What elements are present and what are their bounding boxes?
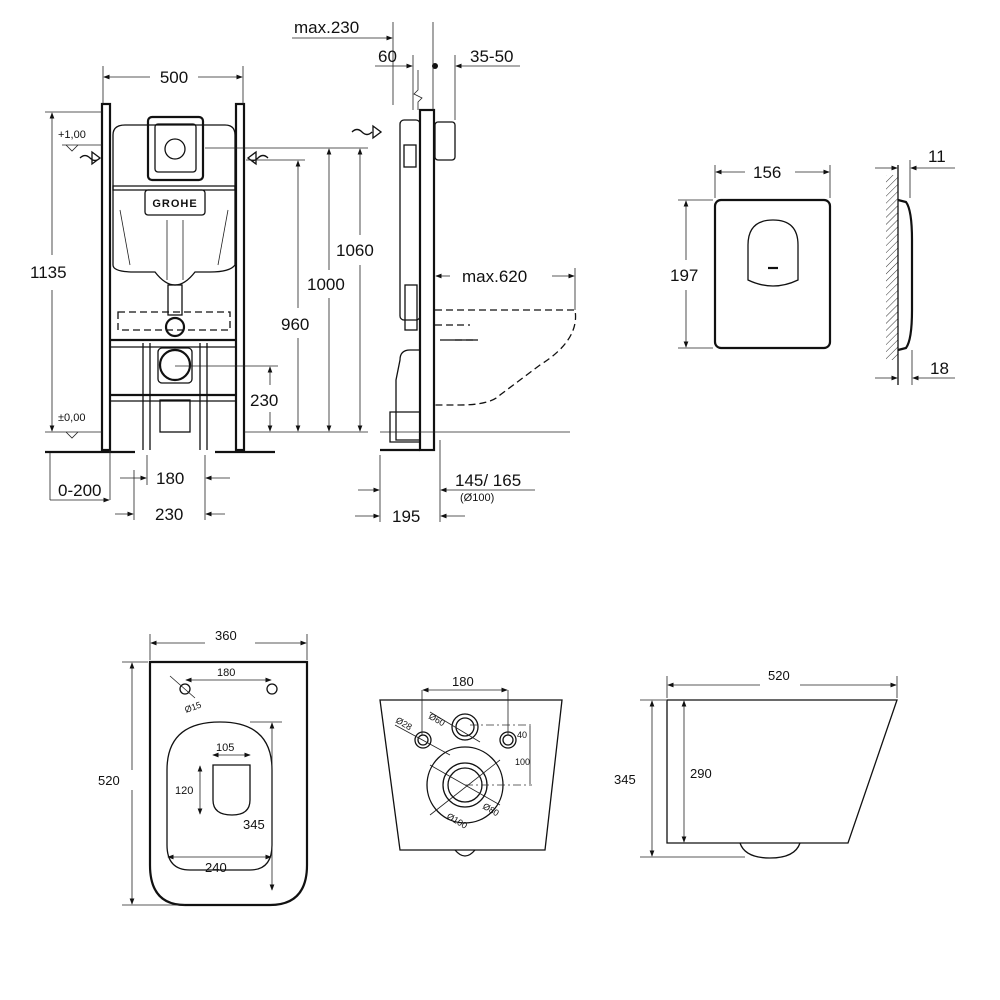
water-inlet-icon xyxy=(351,124,383,140)
svg-text:max.230: max.230 xyxy=(294,18,359,37)
svg-text:180: 180 xyxy=(156,469,184,488)
svg-text:145/ 165: 145/ 165 xyxy=(455,471,521,490)
flush-plate-side: 11 18 xyxy=(875,147,955,385)
flush-button xyxy=(747,219,799,287)
svg-text:(Ø100): (Ø100) xyxy=(460,492,494,504)
flush-plate-front: 156 197 xyxy=(670,163,832,350)
flush-pipe-icon xyxy=(413,70,423,110)
svg-text:40: 40 xyxy=(517,730,527,740)
bowl-back-view: 180 Ø28 Ø60 40 100 Ø80 Ø100 xyxy=(379,674,563,857)
svg-text:230: 230 xyxy=(250,391,278,410)
side-view-dimensions: max.230 60 35-50 max.620 145/ 165 (Ø100)… xyxy=(292,18,576,526)
svg-text:120: 120 xyxy=(175,785,193,797)
svg-text:1135: 1135 xyxy=(30,263,67,282)
svg-text:1060: 1060 xyxy=(336,241,374,260)
bowl-top-view: 360 180 Ø15 520 105 120 345 240 xyxy=(98,628,309,907)
svg-text:Ø100: Ø100 xyxy=(445,811,469,831)
svg-text:520: 520 xyxy=(98,773,120,788)
svg-text:520: 520 xyxy=(768,668,790,683)
svg-text:±0,00: ±0,00 xyxy=(58,412,85,424)
svg-text:345: 345 xyxy=(243,817,265,832)
svg-text:195: 195 xyxy=(392,507,420,526)
bowl-side-view: 520 345 290 xyxy=(614,668,898,859)
side-view-frame xyxy=(351,63,577,452)
svg-text:Ø15: Ø15 xyxy=(183,700,202,715)
svg-text:345: 345 xyxy=(614,772,636,787)
svg-text:230: 230 xyxy=(155,505,183,524)
svg-text:11: 11 xyxy=(928,147,946,166)
svg-text:1000: 1000 xyxy=(307,275,345,294)
grohe-logo xyxy=(144,189,206,216)
svg-text:960: 960 xyxy=(281,315,309,334)
svg-text:18: 18 xyxy=(930,359,949,378)
level-marker-icon xyxy=(65,144,79,152)
svg-text:0-200: 0-200 xyxy=(58,481,101,500)
svg-text:+1,00: +1,00 xyxy=(58,129,86,141)
svg-text:105: 105 xyxy=(216,742,234,754)
svg-text:60: 60 xyxy=(378,47,397,66)
svg-text:100: 100 xyxy=(515,757,530,767)
svg-text:500: 500 xyxy=(160,68,188,87)
svg-text:Ø60: Ø60 xyxy=(427,711,447,728)
svg-text:35-50: 35-50 xyxy=(470,47,513,66)
water-inlet-left-icon xyxy=(79,150,102,166)
svg-text:197: 197 xyxy=(670,266,698,285)
front-view-dimensions: 500 1135 +1,00 ±0,00 1060 1000 960 230 1… xyxy=(30,66,374,524)
water-inlet-right-icon xyxy=(246,150,269,166)
svg-text:GROHE: GROHE xyxy=(152,198,197,210)
flush-actuator xyxy=(146,115,205,182)
svg-text:180: 180 xyxy=(452,674,474,689)
svg-text:360: 360 xyxy=(215,628,237,643)
svg-text:290: 290 xyxy=(690,766,712,781)
front-view-frame: GROHE xyxy=(79,102,269,452)
svg-text:240: 240 xyxy=(205,860,227,875)
level-marker-icon xyxy=(65,431,79,439)
svg-text:max.620: max.620 xyxy=(462,267,527,286)
svg-text:156: 156 xyxy=(753,163,781,182)
svg-text:180: 180 xyxy=(217,667,235,679)
